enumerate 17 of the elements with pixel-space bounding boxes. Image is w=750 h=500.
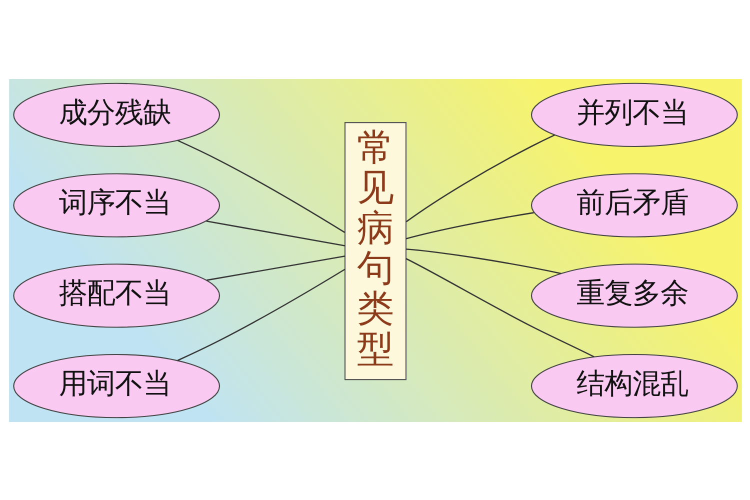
connector [405, 258, 594, 357]
node-ellipse: 用词不当 [12, 353, 220, 418]
node-ellipse: 前后矛盾 [530, 172, 738, 237]
node-box: 常见病句类型 [344, 122, 406, 380]
connector [405, 212, 534, 239]
node-ellipse: 成分残缺 [12, 82, 220, 147]
connector [405, 248, 561, 274]
node-ellipse: 词序不当 [12, 172, 220, 237]
connector [176, 139, 345, 232]
node-ellipse: 结构混乱 [530, 353, 738, 418]
node-ellipse: 并列不当 [530, 82, 738, 147]
connector [206, 220, 344, 246]
node-ellipse: 搭配不当 [12, 263, 220, 328]
connector [405, 134, 554, 222]
connector [176, 268, 345, 361]
node-ellipse: 重复多余 [530, 263, 738, 328]
connector [206, 255, 345, 280]
